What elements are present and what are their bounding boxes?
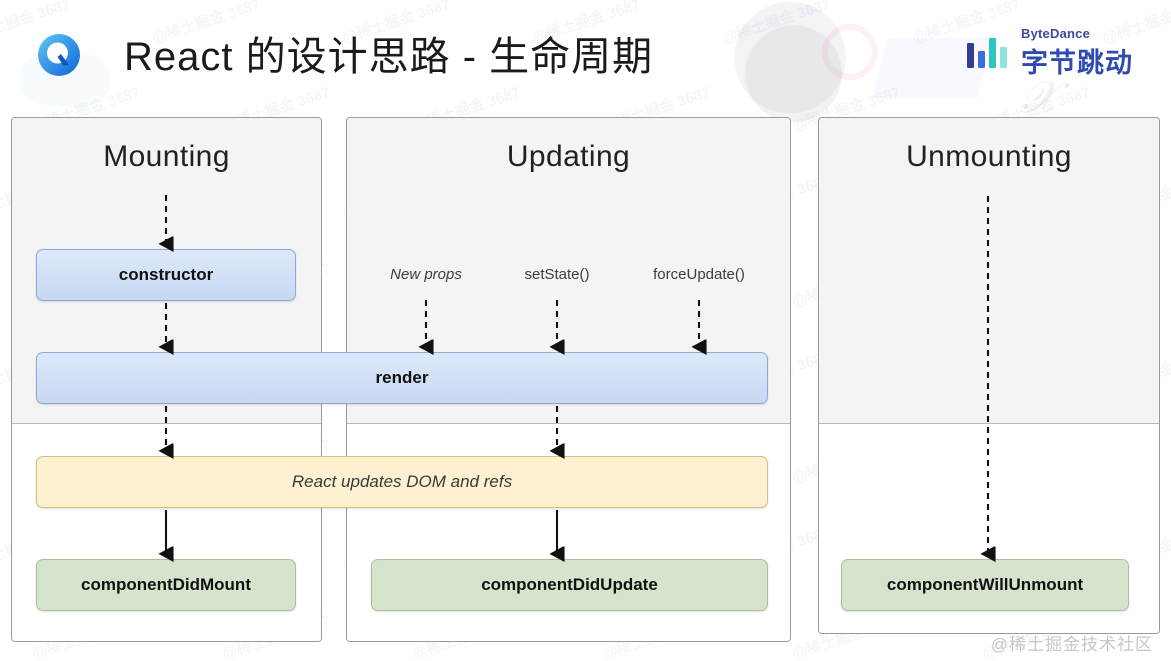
qi-circle-logo-icon	[38, 34, 80, 76]
bytedance-name-en: ByteDance	[1021, 26, 1090, 41]
trigger-new-props: New props	[390, 266, 462, 283]
bytedance-logo: ByteDance 字节跳动	[967, 24, 1147, 80]
panel-mounting-title: Mounting	[103, 140, 230, 173]
panel-unmounting: Unmounting	[818, 117, 1160, 634]
node-component-did-update[interactable]: componentDidUpdate	[371, 559, 768, 611]
node-constructor[interactable]: constructor	[36, 249, 296, 301]
panel-unmounting-title: Unmounting	[906, 140, 1072, 173]
trigger-set-state: setState()	[524, 266, 590, 283]
node-react-updates-dom[interactable]: React updates DOM and refs	[36, 456, 768, 508]
node-render[interactable]: render	[36, 352, 768, 404]
bytedance-bars-icon	[967, 38, 1007, 68]
node-component-will-unmount[interactable]: componentWillUnmount	[841, 559, 1129, 611]
panel-updating-title: Updating	[506, 140, 631, 173]
page-title: React 的设计思路 - 生命周期	[124, 35, 654, 79]
node-component-did-mount[interactable]: componentDidMount	[36, 559, 296, 611]
trigger-force-update: forceUpdate()	[653, 266, 745, 283]
page-header: React 的设计思路 - 生命周期 ByteDance 字节跳动	[0, 0, 1171, 112]
watermark-credit: @稀土掘金技术社区	[990, 635, 1153, 654]
bytedance-name-cn: 字节跳动	[1021, 48, 1133, 78]
